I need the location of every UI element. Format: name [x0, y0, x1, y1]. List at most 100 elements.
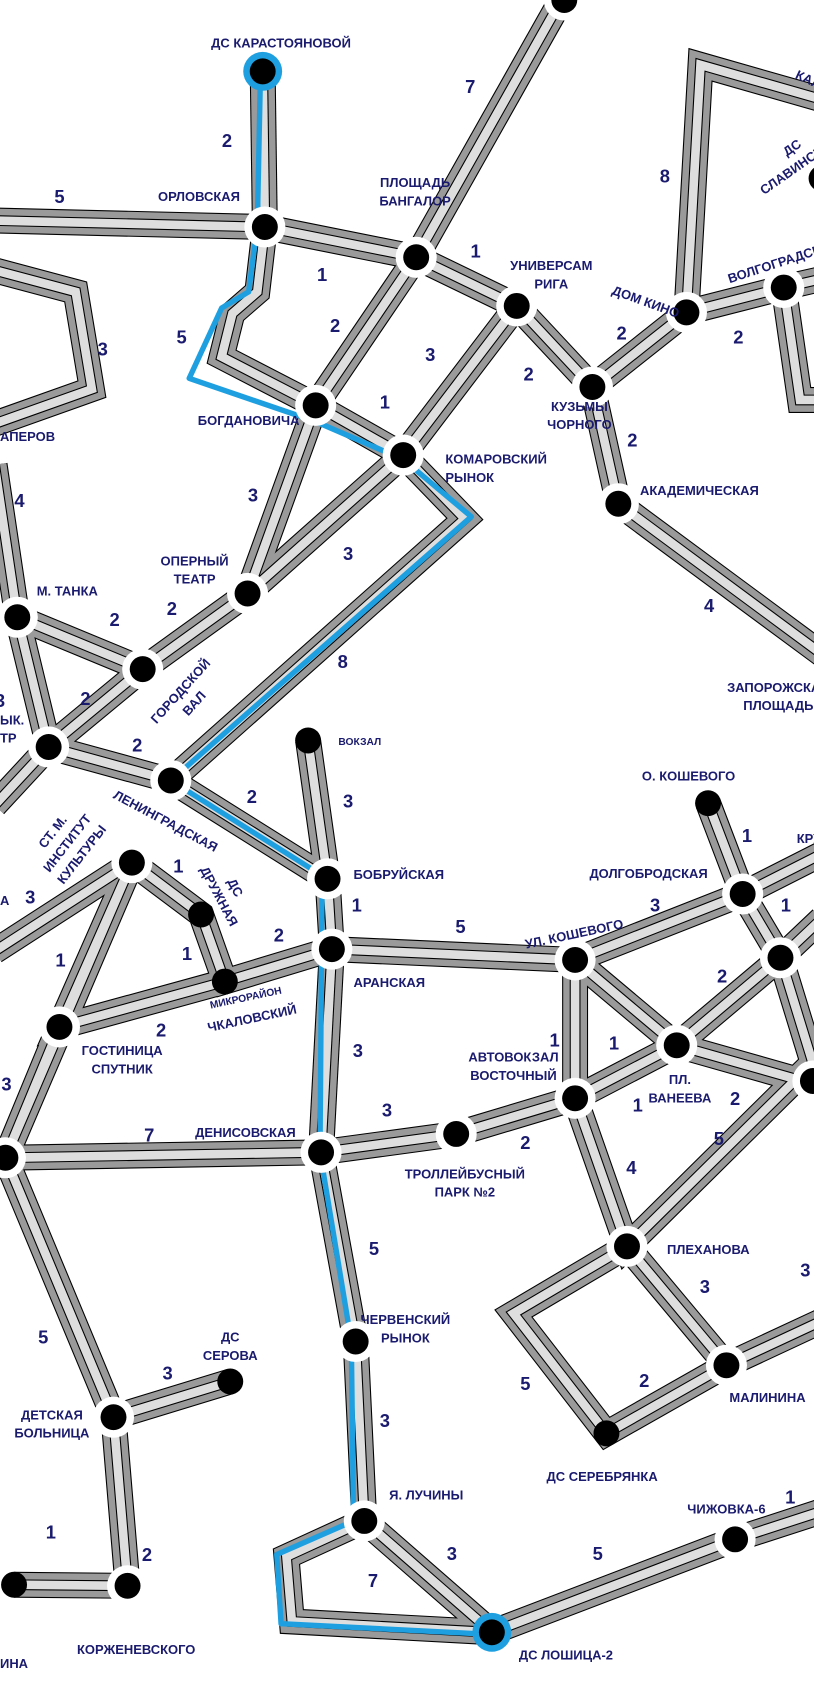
station-label-line: АКАДЕМИЧЕСКАЯ [640, 483, 759, 498]
station[interactable] [543, 0, 585, 21]
station-label-line: ЧЕРВЕНСКИЙ [361, 1312, 451, 1327]
road-segment [1, 1025, 64, 1160]
station[interactable] [554, 1077, 596, 1119]
station[interactable] [597, 483, 639, 525]
station[interactable] [705, 1344, 747, 1386]
station-label-line: ТРОЛЛЕЙБУСНЫЙ [405, 1166, 525, 1181]
segment-time-label: 1 [380, 392, 390, 413]
segment-time-label: 4 [14, 490, 25, 511]
station[interactable] [606, 1225, 648, 1267]
station[interactable] [38, 1006, 80, 1048]
station[interactable] [665, 291, 707, 333]
station[interactable] [335, 1320, 377, 1363]
station[interactable] [307, 858, 349, 900]
station-label-line: СПУТНИК [92, 1061, 153, 1076]
station[interactable] [122, 648, 164, 690]
segment-time-label: 2 [616, 322, 626, 343]
station-label-line: БОБРУЙСКАЯ [353, 867, 444, 882]
station-label-line: ДОМ КИНО [610, 283, 681, 321]
station[interactable] [496, 285, 538, 327]
station-label-saperov: АПЕРОВ [0, 429, 55, 444]
station-label-line: А [0, 893, 10, 908]
station[interactable] [343, 1500, 385, 1542]
segment-time-label: 3 [447, 1543, 457, 1564]
station-label-akademicheskaya: АКАДЕМИЧЕСКАЯ [640, 483, 759, 498]
station[interactable] [295, 384, 337, 426]
station-label-vaneeva: ПЛ.ВАНЕЕВА [649, 1072, 712, 1105]
station[interactable] [472, 1612, 512, 1652]
station-label-line: ТР [0, 731, 17, 746]
segment-time-label: 4 [704, 595, 715, 616]
station[interactable] [92, 1396, 135, 1438]
station[interactable] [211, 968, 238, 995]
stations [0, 0, 814, 1652]
station-label-line: АВТОВОКЗАЛ [468, 1050, 558, 1065]
segment-time-label: 1 [352, 894, 362, 915]
station[interactable] [722, 873, 764, 915]
station-label-chervensky: ЧЕРВЕНСКИЙ РЫНОК [361, 1312, 451, 1345]
station-label-zaporozh: ЗАПОРОЖСКАЯПЛОЩАДЬ [727, 680, 814, 713]
road-segment [129, 859, 334, 987]
station[interactable] [311, 928, 353, 970]
station[interactable] [243, 51, 283, 91]
station[interactable] [150, 759, 192, 802]
station-label-line: КОМАРОВСКИЙ [445, 452, 547, 467]
station[interactable] [763, 267, 805, 309]
station-label-loshitsa: ДС ЛОШИЦА-2 [519, 1647, 613, 1662]
station-label-line: АПЕРОВ [0, 429, 55, 444]
station[interactable] [382, 434, 424, 476]
station[interactable] [801, 158, 814, 199]
station-label-serebryanka: ДС СЕРЕБРЯНКА [547, 1469, 659, 1484]
highlighted-route [168, 71, 492, 1638]
segment-time-label: 2 [142, 1544, 152, 1565]
station[interactable] [0, 596, 38, 638]
station-label-line: РЫНОК [381, 1331, 430, 1346]
segment-time-label: 1 [742, 825, 752, 846]
station[interactable] [111, 842, 153, 884]
station[interactable] [571, 366, 613, 408]
road-segment [0, 471, 22, 618]
station[interactable] [244, 206, 286, 248]
station[interactable] [217, 1368, 244, 1395]
road-segment [5, 1094, 577, 1163]
station[interactable] [593, 1420, 620, 1447]
station-label-karastoyanovoy: ДС КАРАСТОЯНОВОЙ [211, 36, 351, 51]
station[interactable] [300, 1131, 342, 1173]
station[interactable] [435, 1113, 477, 1155]
station[interactable] [28, 726, 70, 768]
station[interactable] [695, 790, 722, 817]
station-label-denisovskaya: ДЕНИСОВСКАЯ [195, 1125, 296, 1140]
station[interactable] [188, 901, 215, 928]
segment-time-label: 3 [248, 485, 258, 506]
station[interactable] [0, 1137, 26, 1179]
segment-time-label: 1 [781, 894, 791, 915]
segment-time-label: 5 [593, 1543, 603, 1564]
station[interactable] [295, 727, 322, 754]
road-segment [682, 59, 814, 313]
station[interactable] [714, 1518, 756, 1560]
station-label-line: КРУ [797, 831, 814, 846]
station-label-line: ГОСТИНИЦА [82, 1043, 164, 1058]
segment-time-label: 7 [368, 1570, 378, 1591]
station[interactable] [227, 572, 269, 615]
station-label-line: ВОСТОЧНЫЙ [470, 1068, 556, 1083]
station[interactable] [107, 1565, 149, 1607]
station[interactable] [1, 1571, 28, 1598]
segment-time-label: 1 [173, 855, 183, 876]
segment-time-label: 3 [1, 1074, 11, 1095]
segment-time-label: 2 [639, 1370, 649, 1391]
segment-time-label: 3 [700, 1276, 710, 1297]
road-segment [507, 1242, 729, 1440]
station-label-bogdanovicha: БОГДАНОВИЧА [198, 413, 300, 428]
station[interactable] [792, 1060, 814, 1102]
station[interactable] [759, 937, 802, 979]
station[interactable] [395, 236, 437, 278]
station[interactable] [656, 1024, 698, 1066]
segment-time-label: 2 [733, 327, 743, 348]
station[interactable] [554, 939, 596, 981]
station-label-line: ЧИЖОВКА-6 [687, 1501, 765, 1516]
